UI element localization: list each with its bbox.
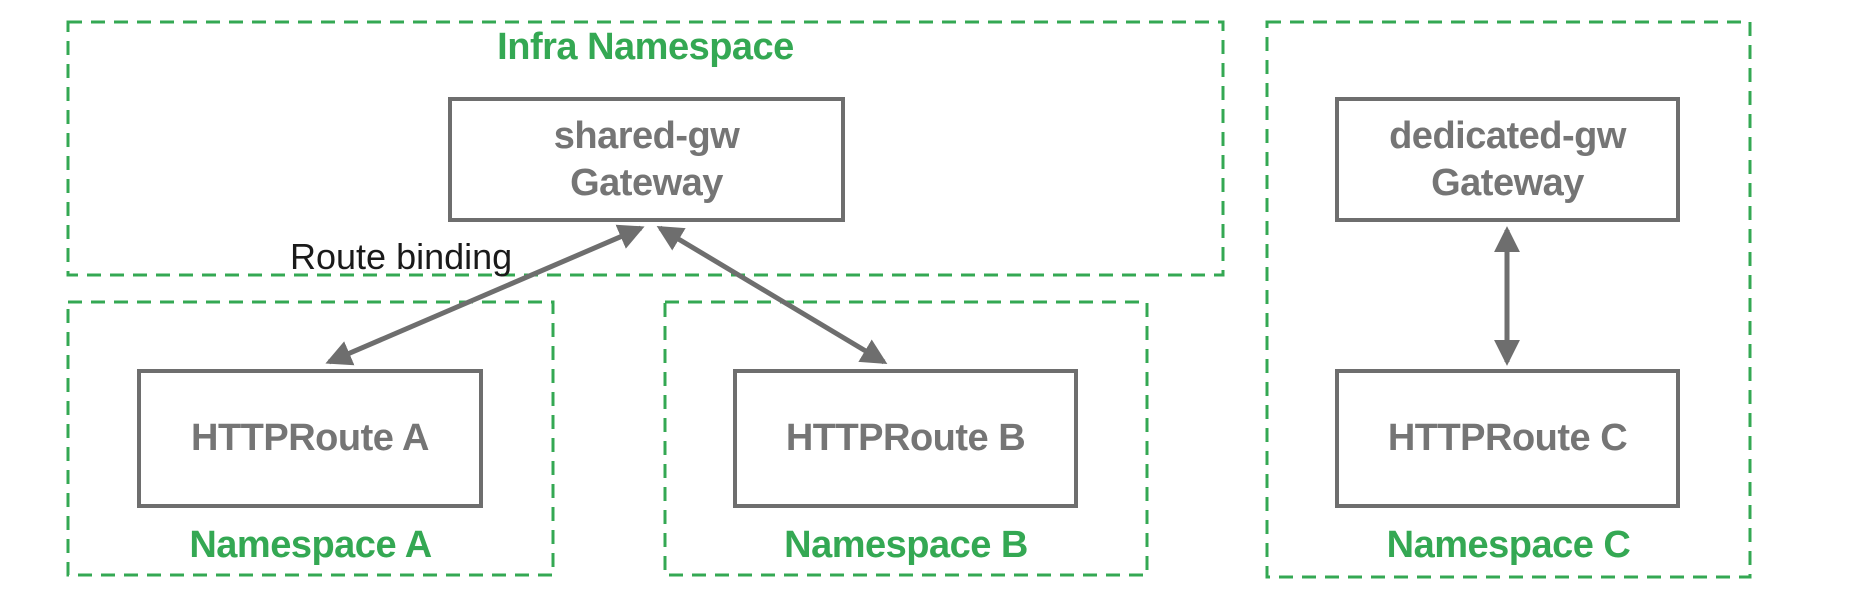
httproute-b-label: HTTPRoute B — [785, 417, 1026, 460]
route-binding-annotation: Route binding — [290, 236, 513, 277]
infra-namespace-boundary — [66, 20, 1225, 277]
infra-namespace-label: Infra Namespace — [497, 26, 794, 68]
shared-gw-kind: Gateway — [570, 161, 723, 204]
httproute-b-node: HTTPRoute B — [733, 369, 1078, 508]
dedicated-gw-name: dedicated-gw — [1389, 115, 1626, 158]
route-b-binding-arrow — [656, 225, 888, 365]
dedicated-gw-kind: Gateway — [1431, 161, 1584, 204]
namespace-b-label: Namespace B — [784, 524, 1028, 566]
namespace-c-boundary — [1265, 20, 1752, 579]
dedicated-gw-gateway-node: dedicated-gw Gateway — [1335, 97, 1680, 222]
httproute-c-label: HTTPRoute C — [1387, 417, 1628, 460]
namespace-b-boundary — [663, 300, 1149, 577]
route-a-binding-arrow — [325, 224, 645, 366]
namespace-c-label: Namespace C — [1386, 524, 1631, 566]
shared-gw-name: shared-gw — [553, 115, 740, 158]
namespace-a-label: Namespace A — [189, 524, 432, 566]
httproute-a-node: HTTPRoute A — [137, 369, 483, 508]
namespace-a-boundary — [66, 300, 555, 577]
httproute-c-node: HTTPRoute C — [1335, 369, 1680, 508]
httproute-a-label: HTTPRoute A — [191, 417, 429, 460]
shared-gw-gateway-node: shared-gw Gateway — [448, 97, 845, 222]
